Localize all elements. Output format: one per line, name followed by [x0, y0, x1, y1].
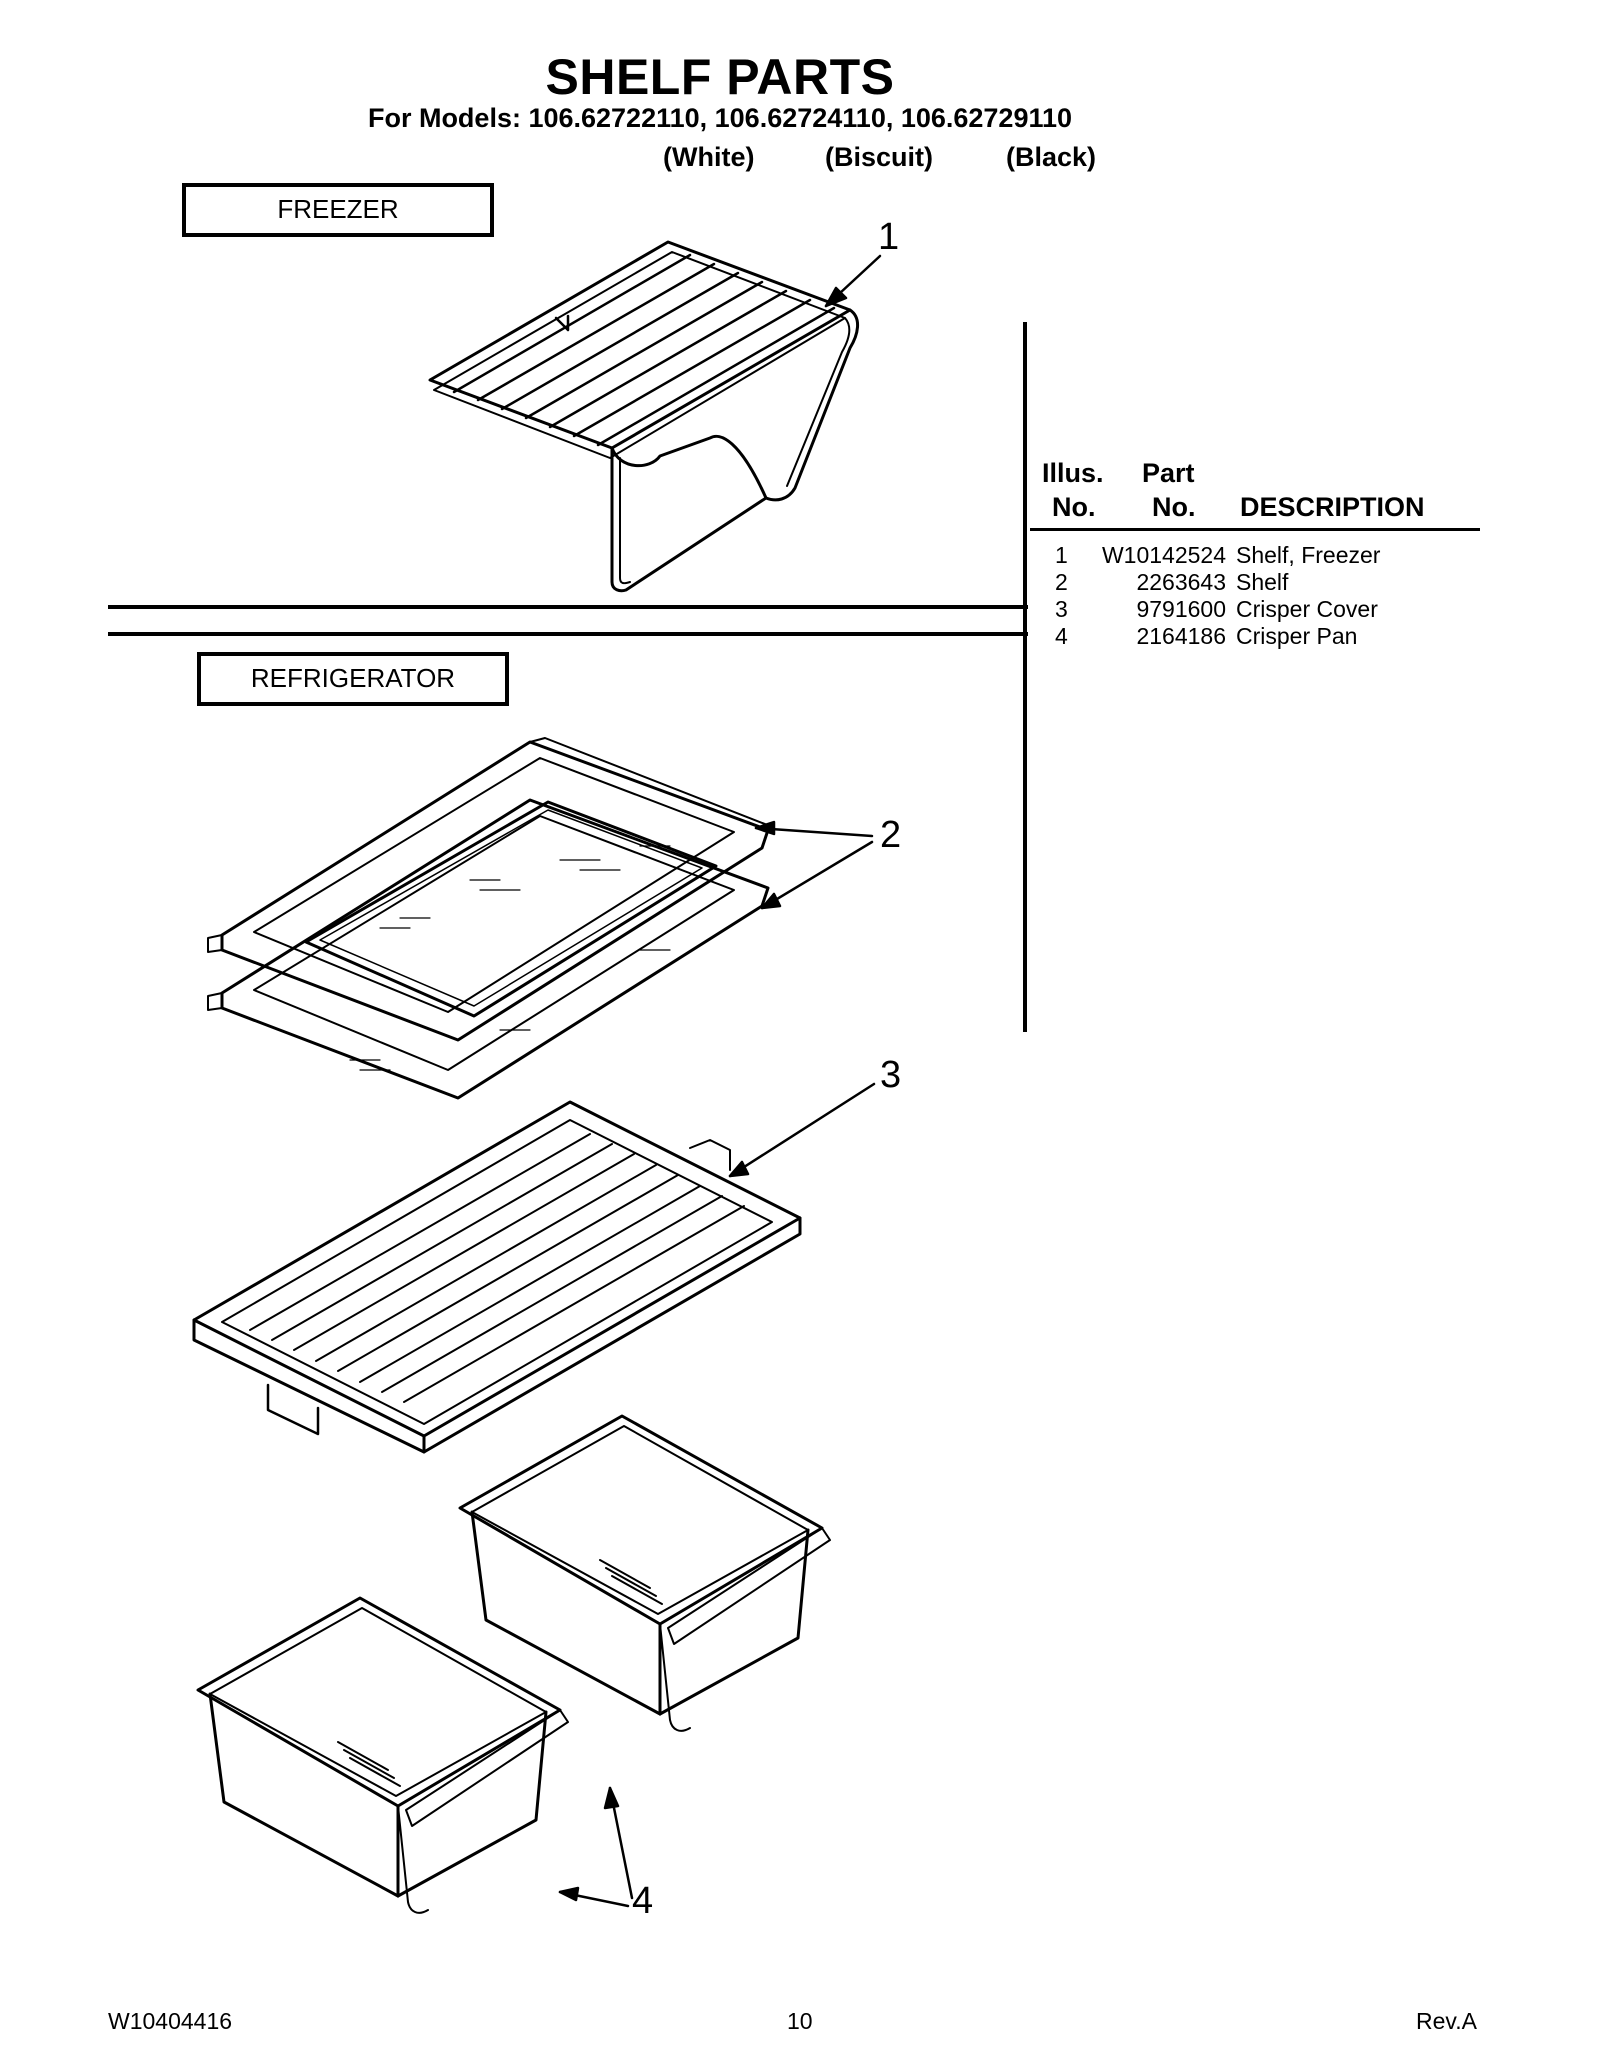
section-divider-upper	[108, 605, 1028, 609]
row-illus-no: 4	[1055, 623, 1068, 649]
page-title: SHELF PARTS	[545, 49, 895, 105]
revision-label: Rev.A	[1416, 2008, 1477, 2034]
refrigerator-section-label: REFRIGERATOR	[197, 652, 509, 706]
row-part-no: 9791600	[1136, 596, 1226, 622]
doc-number: W10404416	[108, 2008, 233, 2034]
crisper-pan-front	[196, 1596, 569, 1914]
row-description: Shelf, Freezer	[1236, 542, 1381, 568]
row-illus-no: 1	[1055, 542, 1068, 568]
callout-4: 4	[632, 1880, 654, 1922]
row-illus-no: 3	[1055, 596, 1068, 622]
color-white-label: (White)	[663, 142, 755, 172]
row-part-no: 2164186	[1136, 623, 1226, 649]
header-part-bottom: No.	[1152, 492, 1196, 522]
row-illus-no: 2	[1055, 569, 1068, 595]
glass-shelf-lower	[207, 798, 770, 1100]
row-description: Crisper Pan	[1236, 623, 1358, 649]
callout-3: 3	[880, 1054, 902, 1096]
row-part-no: 2263643	[1136, 569, 1226, 595]
callout-leader-lines	[558, 254, 882, 1908]
header-description: DESCRIPTION	[1240, 492, 1425, 522]
models-line: For Models: 106.62722110, 106.62724110, …	[367, 103, 1073, 133]
freezer-section-label: FREEZER	[182, 183, 494, 237]
callout-2: 2	[880, 814, 902, 856]
callout-1: 1	[878, 216, 900, 258]
section-divider-lower	[108, 632, 1028, 636]
header-illus-bottom: No.	[1052, 492, 1096, 522]
row-description: Shelf	[1236, 569, 1289, 595]
freezer-wire-shelf	[428, 240, 859, 593]
table-divider-vertical	[1023, 322, 1027, 1032]
color-biscuit-label: (Biscuit)	[825, 142, 933, 172]
glass-shelf-upper	[207, 737, 771, 1042]
color-black-label: (Black)	[1006, 142, 1097, 172]
header-illus-top: Illus.	[1042, 458, 1104, 488]
table-header-rule	[1030, 528, 1480, 531]
row-part-no: W10142524	[1101, 542, 1226, 568]
header-part-top: Part	[1142, 458, 1195, 488]
row-description: Crisper Cover	[1236, 596, 1378, 622]
page-number: 10	[787, 2008, 813, 2034]
crisper-cover	[192, 1100, 802, 1454]
crisper-pan-rear	[458, 1414, 831, 1732]
